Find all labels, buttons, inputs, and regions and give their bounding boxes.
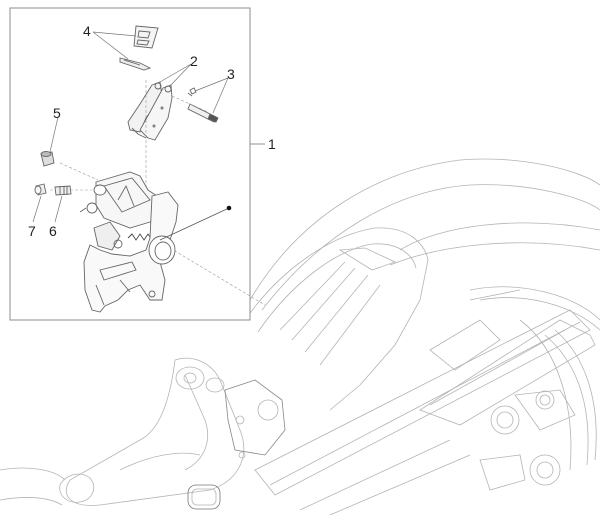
part-2-brake-pads	[127, 81, 173, 141]
reference-dot	[226, 205, 232, 211]
callout-label-6: 6	[49, 223, 57, 239]
callout-label-1: 1	[268, 136, 276, 152]
callout-label-7: 7	[28, 223, 36, 239]
part-5-bleeder-cap	[40, 151, 55, 167]
part-6-bleeder-valve	[54, 185, 72, 196]
part-1-caliper-body	[79, 171, 179, 313]
part-7-dust-cap	[34, 183, 47, 196]
callout-label-5: 5	[53, 105, 61, 121]
inset-parts	[32, 25, 266, 313]
callout-label-2: 2	[190, 53, 198, 69]
background-assembly	[0, 158, 600, 515]
part-3-pad-pin	[187, 87, 219, 123]
callout-label-3: 3	[227, 66, 235, 82]
part-4-pad-spring	[119, 25, 159, 71]
callout-label-4: 4	[83, 23, 91, 39]
